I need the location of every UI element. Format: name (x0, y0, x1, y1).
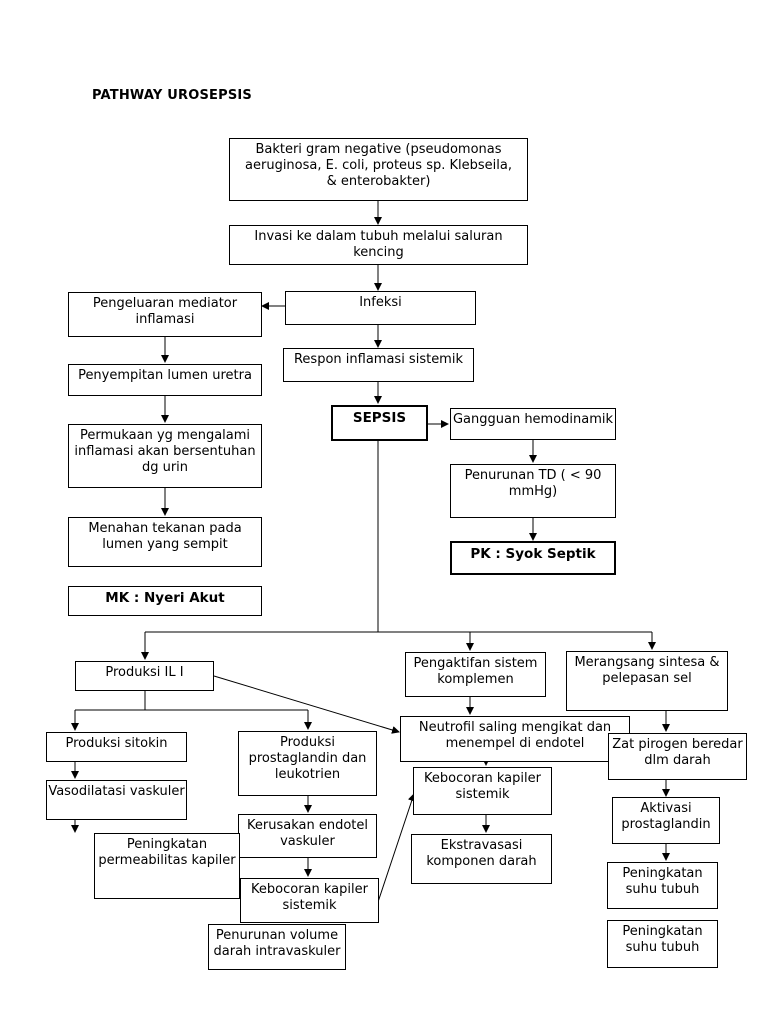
node-respon: Respon inflamasi sistemik (283, 348, 474, 382)
arrow-il1-neutrofil (213, 675, 400, 734)
arrow-kebocoran2-kebocoran1 (377, 793, 416, 903)
node-infeksi: Infeksi (285, 291, 476, 325)
node-zat-pirogen: Zat pirogen beredar dlm darah (608, 733, 747, 780)
node-sitokin: Produksi sitokin (46, 732, 187, 762)
node-permukaan: Permukaan yg mengalami inflamasi akan be… (68, 424, 262, 488)
node-ekstravasasi: Ekstravasasi komponen darah (411, 834, 552, 884)
node-penurunan-td: Penurunan TD ( < 90 mmHg) (450, 464, 616, 518)
node-prostaglandin: Produksi prostaglandin dan leukotrien (238, 731, 377, 796)
node-penurunan-volume: Penurunan volume darah intravaskuler (208, 924, 346, 970)
node-mediator: Pengeluaran mediator inflamasi (68, 292, 262, 337)
node-penyempitan: Penyempitan lumen uretra (68, 364, 262, 396)
node-kebocoran-1: Kebocoran kapiler sistemik (413, 767, 552, 815)
node-sepsis: SEPSIS (331, 405, 428, 441)
node-il1: Produksi IL I (75, 661, 214, 691)
node-vasodilatasi: Vasodilatasi vaskuler (46, 780, 187, 820)
node-pk-syok: PK : Syok Septik (450, 541, 616, 575)
node-aktivasi: Aktivasi prostaglandin (612, 797, 720, 844)
node-pengaktifan: Pengaktifan sistem komplemen (405, 652, 546, 697)
node-kebocoran-2: Kebocoran kapiler sistemik (240, 878, 379, 923)
node-permeabilitas: Peningkatan permeabilitas kapiler (94, 833, 240, 899)
node-suhu-1: Peningkatan suhu tubuh (607, 862, 718, 909)
node-invasi: Invasi ke dalam tubuh melalui saluran ke… (229, 225, 528, 265)
node-mk-nyeri: MK : Nyeri Akut (68, 586, 262, 616)
node-gangguan: Gangguan hemodinamik (450, 408, 616, 440)
node-suhu-2: Peningkatan suhu tubuh (607, 920, 718, 968)
node-bakteri: Bakteri gram negative (pseudomonas aerug… (229, 138, 528, 201)
node-kerusakan: Kerusakan endotel vaskuler (238, 814, 377, 858)
node-merangsang: Merangsang sintesa & pelepasan sel (566, 651, 728, 711)
page-title: PATHWAY UROSEPSIS (92, 88, 252, 103)
node-menahan: Menahan tekanan pada lumen yang sempit (68, 517, 262, 567)
node-neutrofil: Neutrofil saling mengikat dan menempel d… (400, 716, 630, 762)
